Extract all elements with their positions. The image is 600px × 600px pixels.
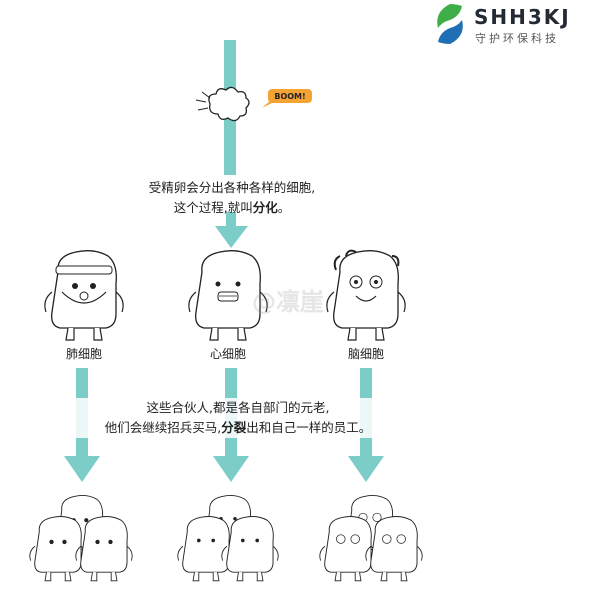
differentiation-line-1: 受精卵会分出各种各样的细胞, xyxy=(148,180,316,195)
leaf-logo-icon xyxy=(437,4,463,44)
logo-subtitle: 守护环保科技 xyxy=(475,32,559,45)
heart-cell-group xyxy=(177,495,279,582)
arrow-head-2 xyxy=(215,226,248,248)
boom-text: BOOM! xyxy=(274,92,305,101)
lung-cell-label: 肺细胞 xyxy=(65,347,102,361)
lung-cell-group xyxy=(29,495,133,582)
lung-cell-figure xyxy=(44,250,124,341)
arrow-shaft-2 xyxy=(226,212,236,228)
company-logo: SHH3KJ 守护环保科技 xyxy=(432,2,598,46)
heart-cell-figure xyxy=(188,250,268,341)
logo-name: SHH3KJ xyxy=(474,5,571,29)
brain-cell-group xyxy=(319,495,423,582)
boom-bubble xyxy=(268,89,312,103)
differentiation-line-2: 这个过程,就叫分化。 xyxy=(173,200,291,215)
brain-cell-label: 脑细胞 xyxy=(347,347,384,361)
division-caption: 这些合伙人,都是各自部门的元老, 他们会继续招兵买马,分裂出和自己一样的员工。 xyxy=(58,398,418,438)
division-line-2: 他们会继续招兵买马,分裂出和自己一样的员工。 xyxy=(104,420,372,435)
egg-explosion-cloud: BOOM! xyxy=(195,86,312,122)
left-arrow-head xyxy=(64,456,100,482)
brain-cell-figure xyxy=(326,249,406,341)
differentiation-caption: 受精卵会分出各种各样的细胞, 这个过程,就叫分化。 xyxy=(118,178,346,218)
right-arrow-head xyxy=(348,456,384,482)
middle-arrow-head xyxy=(213,456,249,482)
division-line-1: 这些合伙人,都是各自部门的元老, xyxy=(146,400,330,415)
watermark: @凛崖 xyxy=(252,288,324,316)
heart-cell-label: 心细胞 xyxy=(209,347,246,361)
